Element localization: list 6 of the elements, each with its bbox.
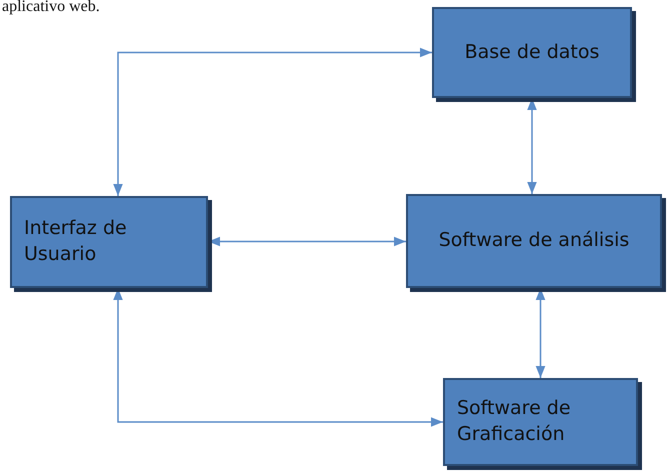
- box-label: Base de datos: [464, 40, 600, 65]
- box-label: Software de análisis: [438, 228, 630, 254]
- box-label: Software de Graficación: [456, 396, 572, 447]
- double-arrow: [113, 48, 432, 196]
- caption-text: aplicativo web.: [2, 0, 100, 16]
- box-label: Interfaz de Usuario: [23, 216, 128, 267]
